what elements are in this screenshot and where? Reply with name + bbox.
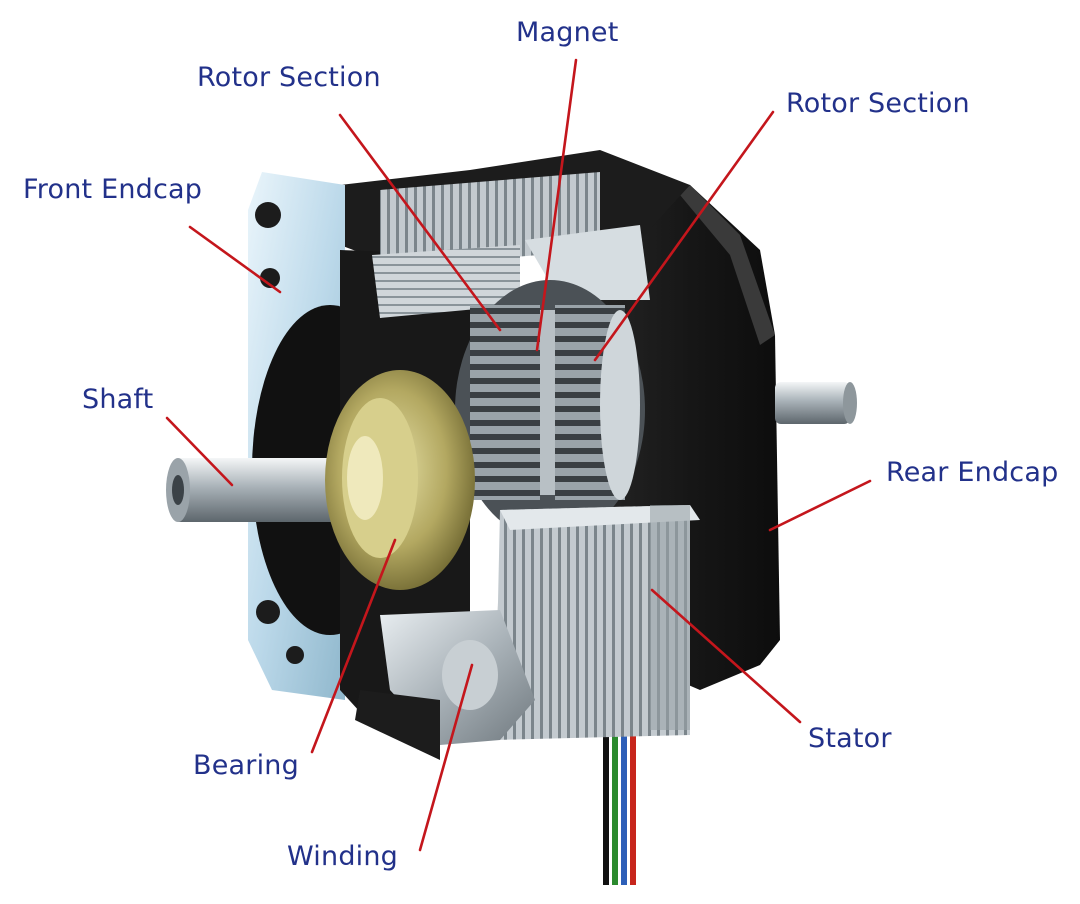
leader-rotor-section-right [593, 110, 775, 362]
label-rear-endcap: Rear Endcap [886, 457, 1059, 488]
label-magnet: Magnet [516, 17, 619, 48]
label-front-endcap: Front Endcap [23, 174, 203, 205]
label-winding: Winding [287, 841, 399, 872]
stator-body [495, 505, 700, 740]
rotor-assembly [455, 280, 645, 540]
label-shaft: Shaft [82, 384, 154, 415]
leader-rotor-section-left [338, 113, 502, 332]
leader-rear-endcap [768, 479, 872, 532]
leader-shaft [165, 416, 234, 487]
label-rotor-section-left: Rotor Section [197, 62, 381, 93]
lead-wires [603, 735, 636, 885]
leader-magnet [535, 58, 578, 352]
leader-bearing [310, 538, 397, 754]
leader-front-endcap [188, 225, 282, 294]
label-stator: Stator [808, 723, 892, 754]
leader-stator [650, 588, 802, 724]
bearing-body [325, 370, 475, 590]
label-rotor-section-right: Rotor Section [786, 88, 970, 119]
label-bearing: Bearing [193, 750, 299, 781]
leader-winding [418, 663, 474, 852]
